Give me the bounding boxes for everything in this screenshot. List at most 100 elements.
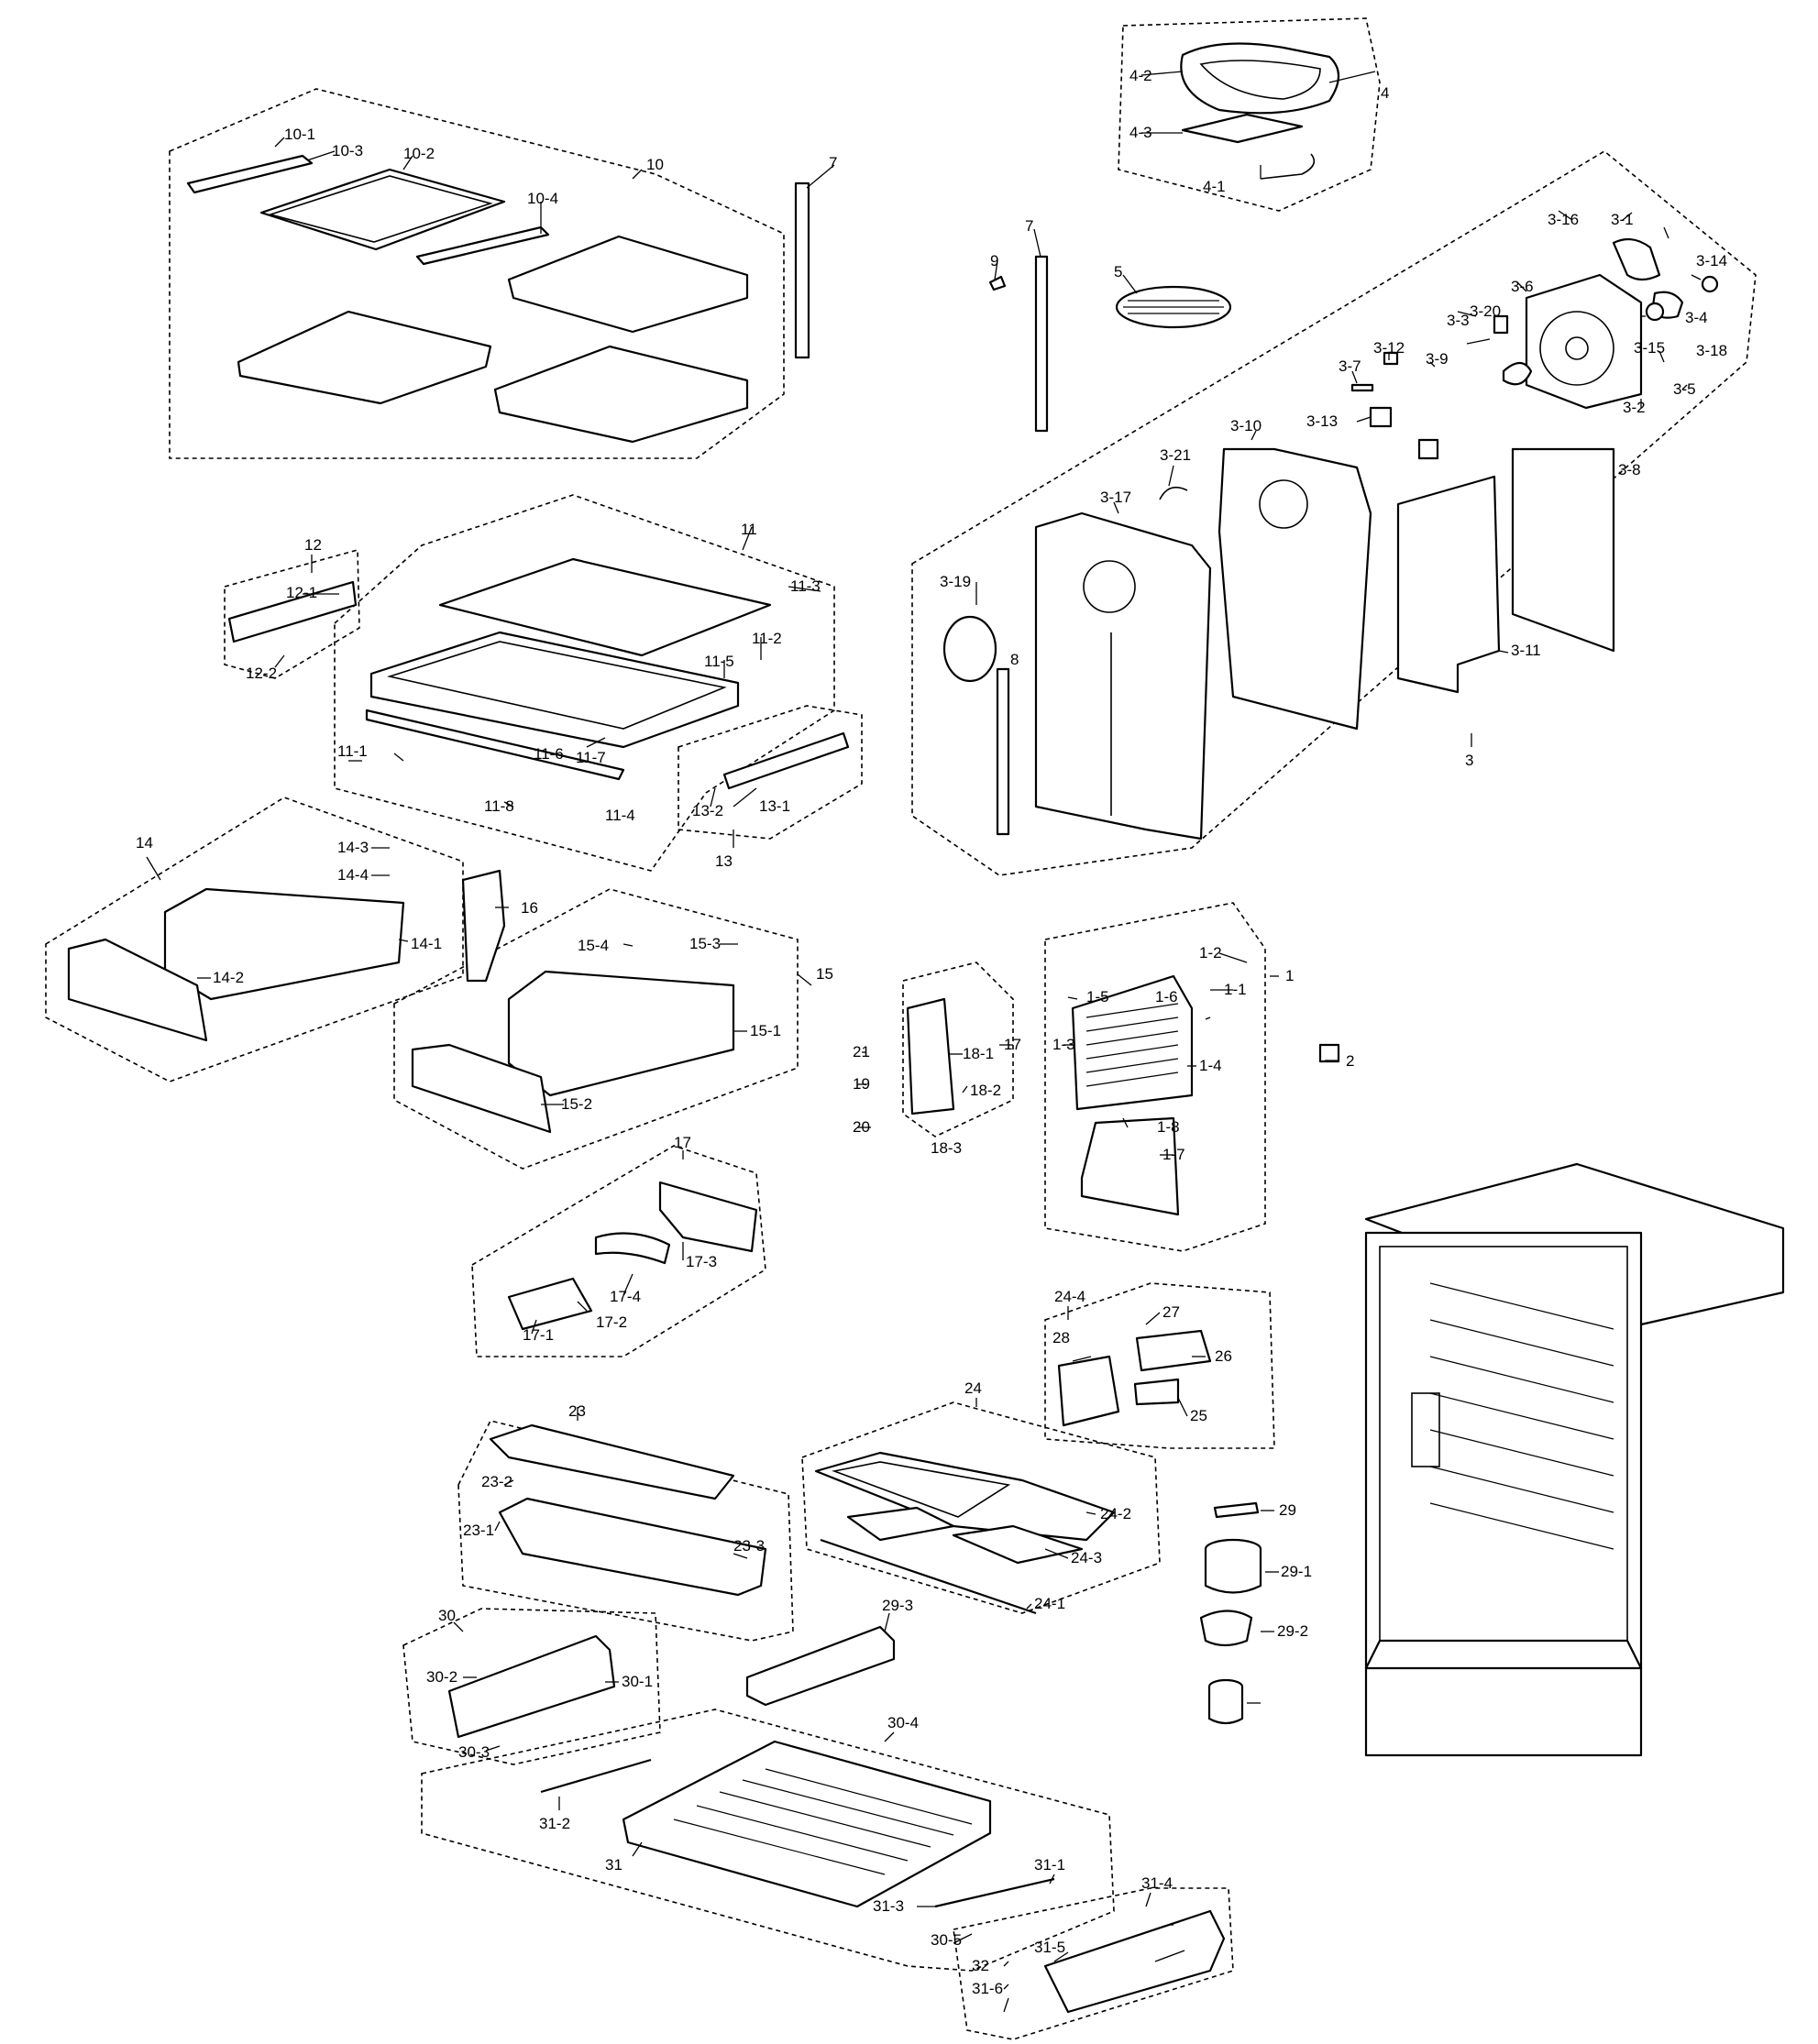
callout-label: 24 <box>964 1379 982 1397</box>
callout-label: 11-6 <box>534 745 564 763</box>
callout-label: 1-3 <box>1052 1036 1075 1053</box>
part-18-1-panel <box>906 997 955 1115</box>
part-15-1-drawer <box>507 970 735 1097</box>
filter-part-5 <box>1115 285 1232 329</box>
callout-label: 3-10 <box>1230 417 1262 434</box>
clip-part-9 <box>988 275 1007 291</box>
callout-label: 23 <box>568 1402 586 1420</box>
callout-label: 3-18 <box>1696 342 1727 359</box>
callout-label: 10-1 <box>284 126 315 143</box>
callout-label: 31-4 <box>1141 1874 1173 1892</box>
group-29-outline <box>402 1608 661 1765</box>
callout-label: 21 <box>853 1043 870 1060</box>
callout-label: 20 <box>853 1118 870 1136</box>
part-16-guide <box>461 869 506 983</box>
callout-label: 30-5 <box>931 1931 962 1949</box>
callout-label: 11-3 <box>790 577 821 595</box>
callout-label: 14-1 <box>411 935 442 952</box>
part-24-2-box <box>1135 1329 1212 1372</box>
callout-label: 24-1 <box>1034 1595 1065 1612</box>
part-3-12-block <box>1383 351 1399 366</box>
callout-label: 17-3 <box>686 1253 717 1270</box>
callout-label: 29-1 <box>1281 1563 1312 1580</box>
refrigerator-cabinet <box>1364 1162 1785 1757</box>
callout-label: 15-2 <box>561 1095 592 1113</box>
part-17-1-panel <box>507 1277 593 1331</box>
callout-label: 19 <box>853 1075 870 1093</box>
part-14-2-cover <box>67 938 208 1042</box>
callout-label: 4-2 <box>1129 67 1152 84</box>
callout-label: 15 <box>816 965 833 983</box>
callout-label: 11-7 <box>576 749 606 766</box>
callout-label: 3-21 <box>1160 446 1191 464</box>
callout-label: 7 <box>1025 217 1033 235</box>
callout-label: 15-1 <box>750 1022 781 1039</box>
callout-label: 8 <box>1010 651 1019 668</box>
part-4-3-plate <box>1181 113 1304 144</box>
callout-label: 23-1 <box>463 1522 494 1539</box>
part-29-2-rail <box>447 1634 616 1739</box>
callout-label: 3-3 <box>1447 312 1470 329</box>
part-3-8-panel <box>1511 447 1615 653</box>
callout-label: 3-13 <box>1306 412 1338 430</box>
part-4-1-wire <box>1260 153 1316 180</box>
callout-label: 11-5 <box>704 653 734 670</box>
leader-lines <box>146 71 1702 2013</box>
callout-label: 12-1 <box>286 584 317 601</box>
group-17-outline <box>471 1145 766 1357</box>
callout-label: 3-9 <box>1426 350 1449 368</box>
callout-label: 11-4 <box>605 807 635 824</box>
shelf-part-lower-left <box>237 310 492 405</box>
callout-label: 29-2 <box>1277 1622 1308 1640</box>
part-24-1-box <box>1133 1378 1180 1406</box>
callout-label: 12 <box>304 536 322 554</box>
callout-label: 30-2 <box>426 1668 457 1686</box>
callout-label: 4-1 <box>1203 178 1226 195</box>
callout-label: 17 <box>674 1134 691 1151</box>
part-30-2-basket <box>622 1740 992 1908</box>
callout-label: 12-2 <box>246 665 277 682</box>
part-3-10-panel <box>1218 447 1372 731</box>
shelf-part-upper-right <box>507 235 749 334</box>
callout-label: 3-2 <box>1623 399 1646 416</box>
callout-label: 17-4 <box>610 1288 641 1305</box>
part-30-4-rail <box>540 1758 652 1794</box>
part-1-7-cover <box>1080 1116 1180 1216</box>
callout-label: 29-3 <box>882 1597 913 1614</box>
shelf-rail-10-4 <box>415 225 550 266</box>
group-23-outline <box>801 1401 1161 1614</box>
callout-label: 30 <box>438 1607 456 1624</box>
callout-label: 17 <box>1004 1036 1021 1053</box>
callout-label: 26 <box>1215 1347 1232 1365</box>
callout-label: 3-4 <box>1685 309 1708 326</box>
callout-label: 31 <box>605 1856 623 1874</box>
callout-label: 13-2 <box>692 802 723 819</box>
callout-label: 18-3 <box>931 1139 962 1157</box>
part-28-panel <box>745 1625 896 1707</box>
group-18-outline <box>902 962 1014 1137</box>
part-2-block <box>1318 1043 1340 1063</box>
callout-label: 10-2 <box>403 145 435 162</box>
parts <box>67 42 1785 2014</box>
group-11-outline <box>334 494 835 872</box>
callout-label: 2 <box>1346 1052 1354 1070</box>
part-1-4-evaporator <box>1071 974 1194 1111</box>
callout-label: 29 <box>1279 1501 1296 1519</box>
callout-labels: 4 4-2 4-3 4-1 5 7 9 7 10 10-1 10-2 10-3 … <box>136 67 1727 1997</box>
callout-label: 17-1 <box>523 1326 554 1344</box>
rail-part-8 <box>996 667 1010 836</box>
callout-label: 3-6 <box>1511 278 1534 295</box>
callout-label: 1-4 <box>1199 1057 1222 1074</box>
fan-blade-part-3-3 <box>1502 361 1533 386</box>
part-22-2-cover <box>489 1423 735 1500</box>
callout-label: 30-4 <box>887 1714 919 1731</box>
shelf-rail-10-3 <box>186 154 314 194</box>
group-14-outline <box>45 797 464 1082</box>
callout-label: 3-8 <box>1618 461 1641 478</box>
callout-label: 18-1 <box>963 1045 994 1062</box>
callout-label: 3-19 <box>940 573 971 590</box>
callout-label: 23-2 <box>481 1473 512 1490</box>
part-23-3-pad-left <box>846 1506 955 1542</box>
callout-label: 3-14 <box>1696 252 1727 269</box>
callout-label: 23-3 <box>733 1537 765 1555</box>
